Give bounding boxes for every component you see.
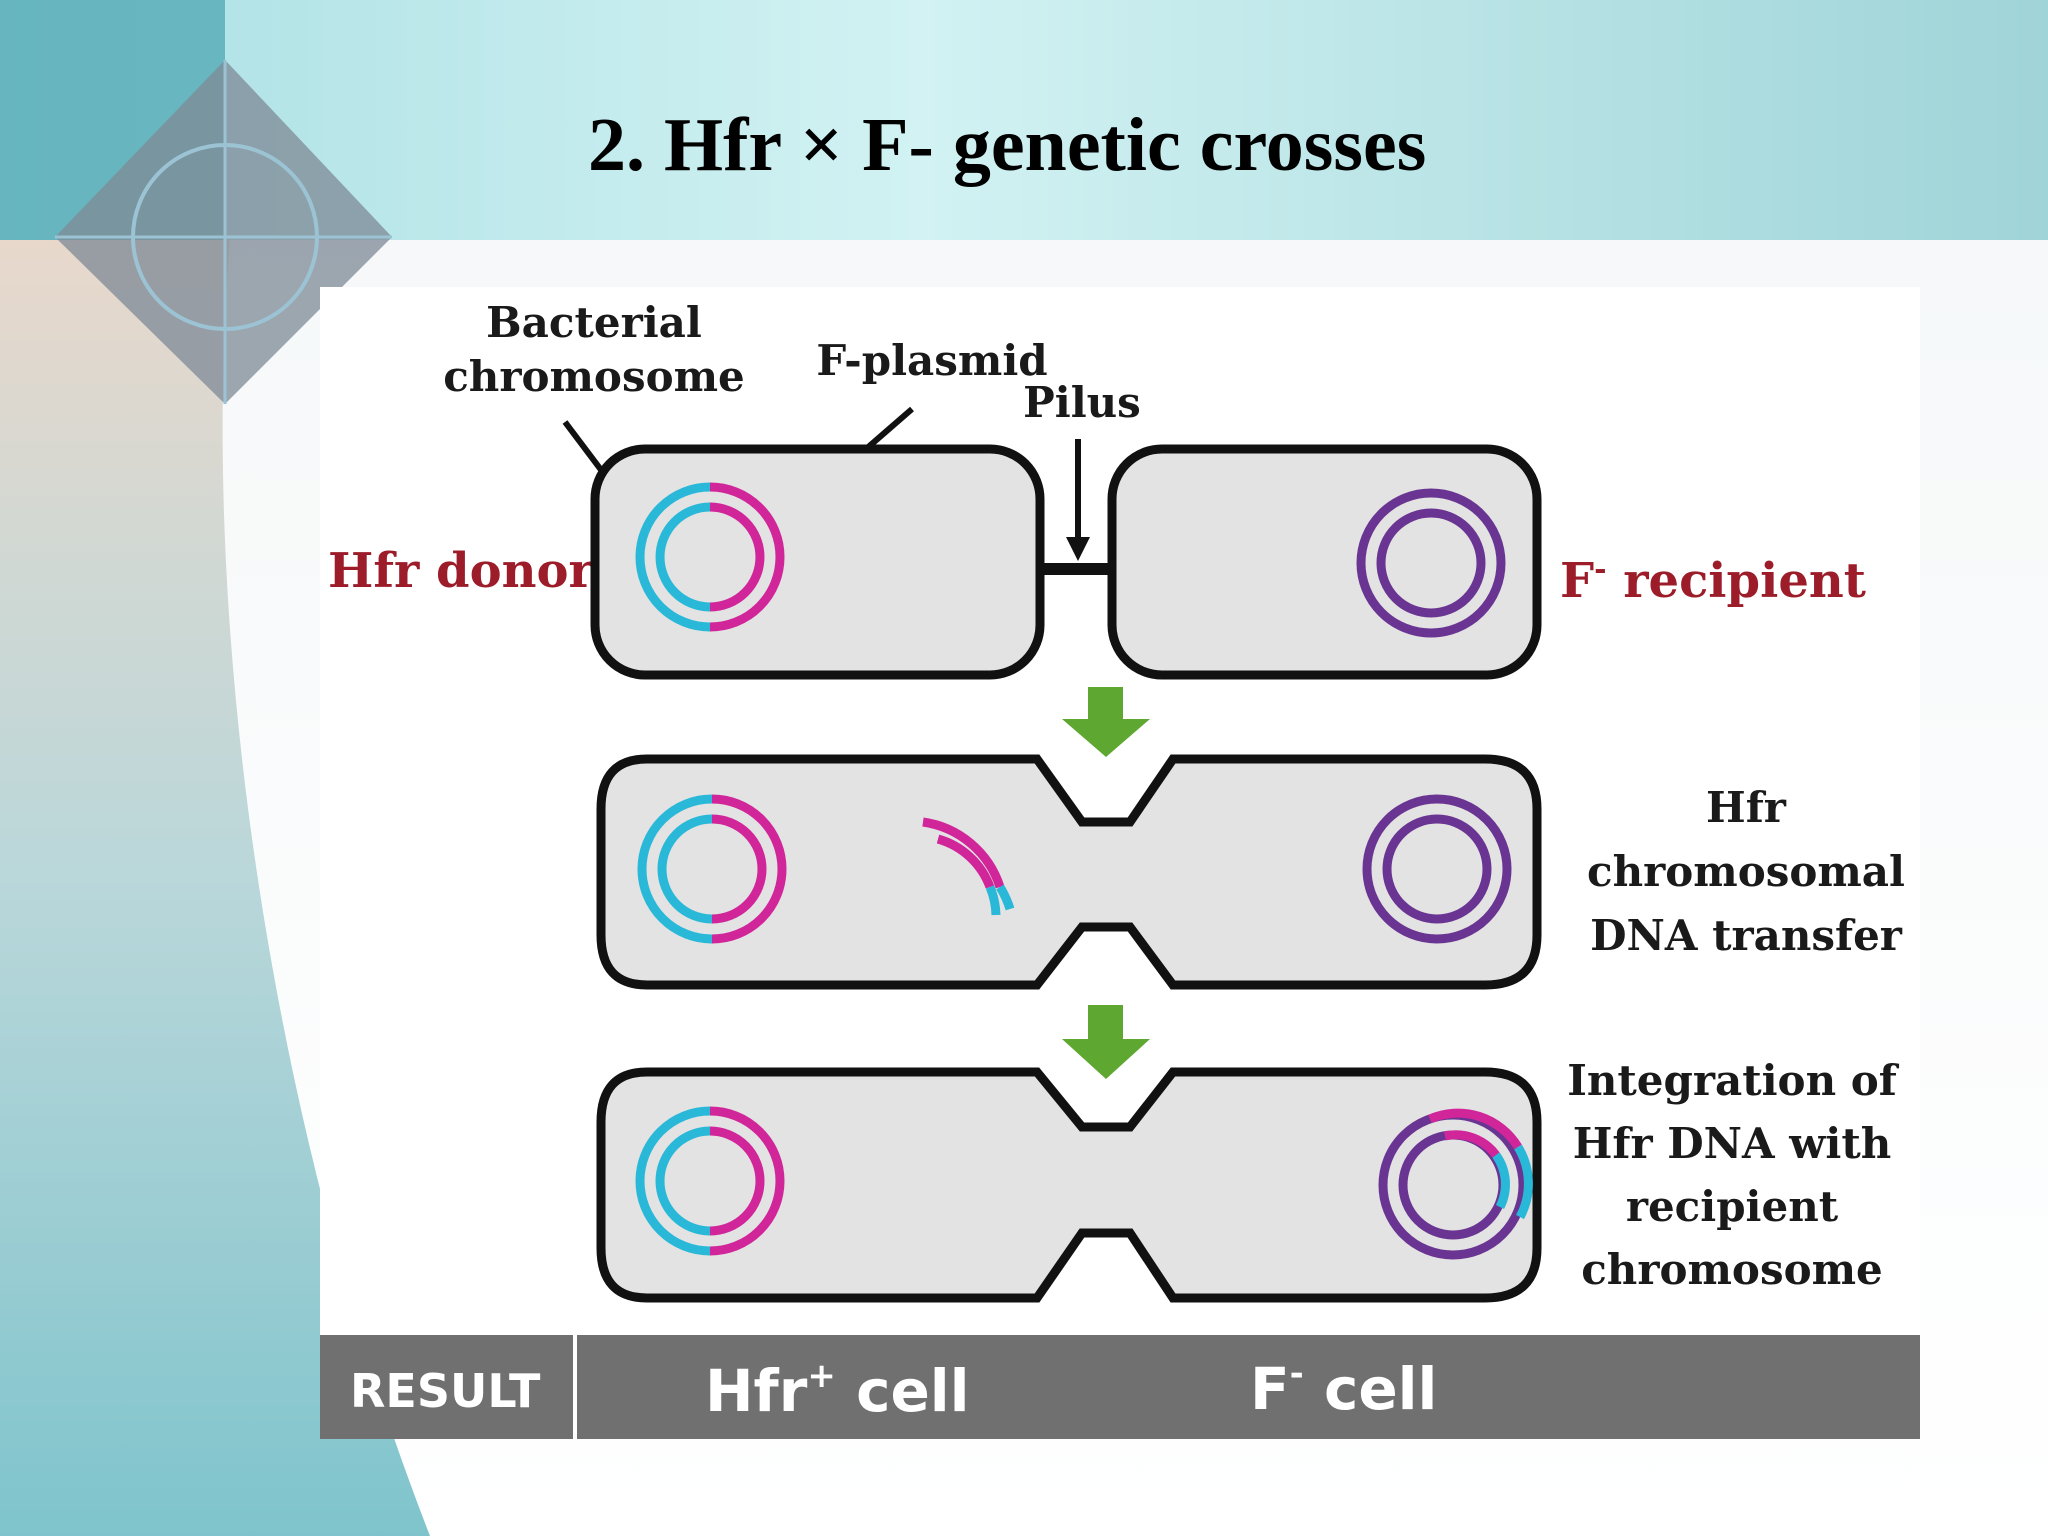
recipient-chromosome-ring-1: [1356, 488, 1506, 638]
label-f-plasmid: F-plasmid: [816, 336, 1047, 385]
label-step2-line3: DNA transfer: [1590, 911, 1903, 960]
donor-chromosome-ring-1: [635, 482, 785, 632]
label-step2-line1: Hfr: [1706, 783, 1787, 832]
label-step3-line4: chromosome: [1581, 1245, 1883, 1294]
result-f-cell: F- cell: [1250, 1354, 1437, 1423]
label-hfr-donor: Hfr donor: [328, 543, 594, 599]
result-hfr-cell: Hfr+ cell: [705, 1356, 970, 1425]
donor-chromosome-ring-2: [637, 794, 787, 944]
label-step3-line3: recipient: [1626, 1182, 1839, 1231]
label-bacterial: Bacterial: [486, 298, 702, 347]
label-step2-line2: chromosomal: [1587, 847, 1905, 896]
green-arrow-down-2: [1062, 1005, 1150, 1079]
green-arrow-down-1: [1062, 687, 1150, 757]
label-step3-line2: Hfr DNA with: [1573, 1119, 1892, 1168]
transferring-dna-strand: [922, 817, 1015, 916]
label-f-recipient: F- recipient: [1560, 552, 1866, 609]
conjugation-diagram: Bacterial chromosome F-plasmid Pilus Hfr…: [320, 287, 1920, 1439]
recombinant-chromosome-ring-3: [1378, 1108, 1533, 1260]
mating-pair-cell-3: [596, 1067, 1542, 1303]
label-pilus: Pilus: [1023, 378, 1141, 427]
donor-chromosome-ring-3: [635, 1106, 785, 1256]
slide-title: 2. Hfr × F- genetic crosses: [588, 103, 1427, 187]
recipient-chromosome-ring-2: [1362, 794, 1512, 944]
result-label: RESULT: [350, 1364, 541, 1418]
label-step3-line1: Integration of: [1567, 1056, 1900, 1105]
pointer-pilus-arrowhead: [1066, 537, 1090, 561]
result-bar: [320, 1335, 1920, 1439]
diamond-logo-icon: [55, 60, 392, 404]
label-chromosome: chromosome: [443, 352, 745, 401]
f-recipient-cell: [1107, 444, 1542, 680]
mating-pair-cell-2: [596, 754, 1542, 990]
